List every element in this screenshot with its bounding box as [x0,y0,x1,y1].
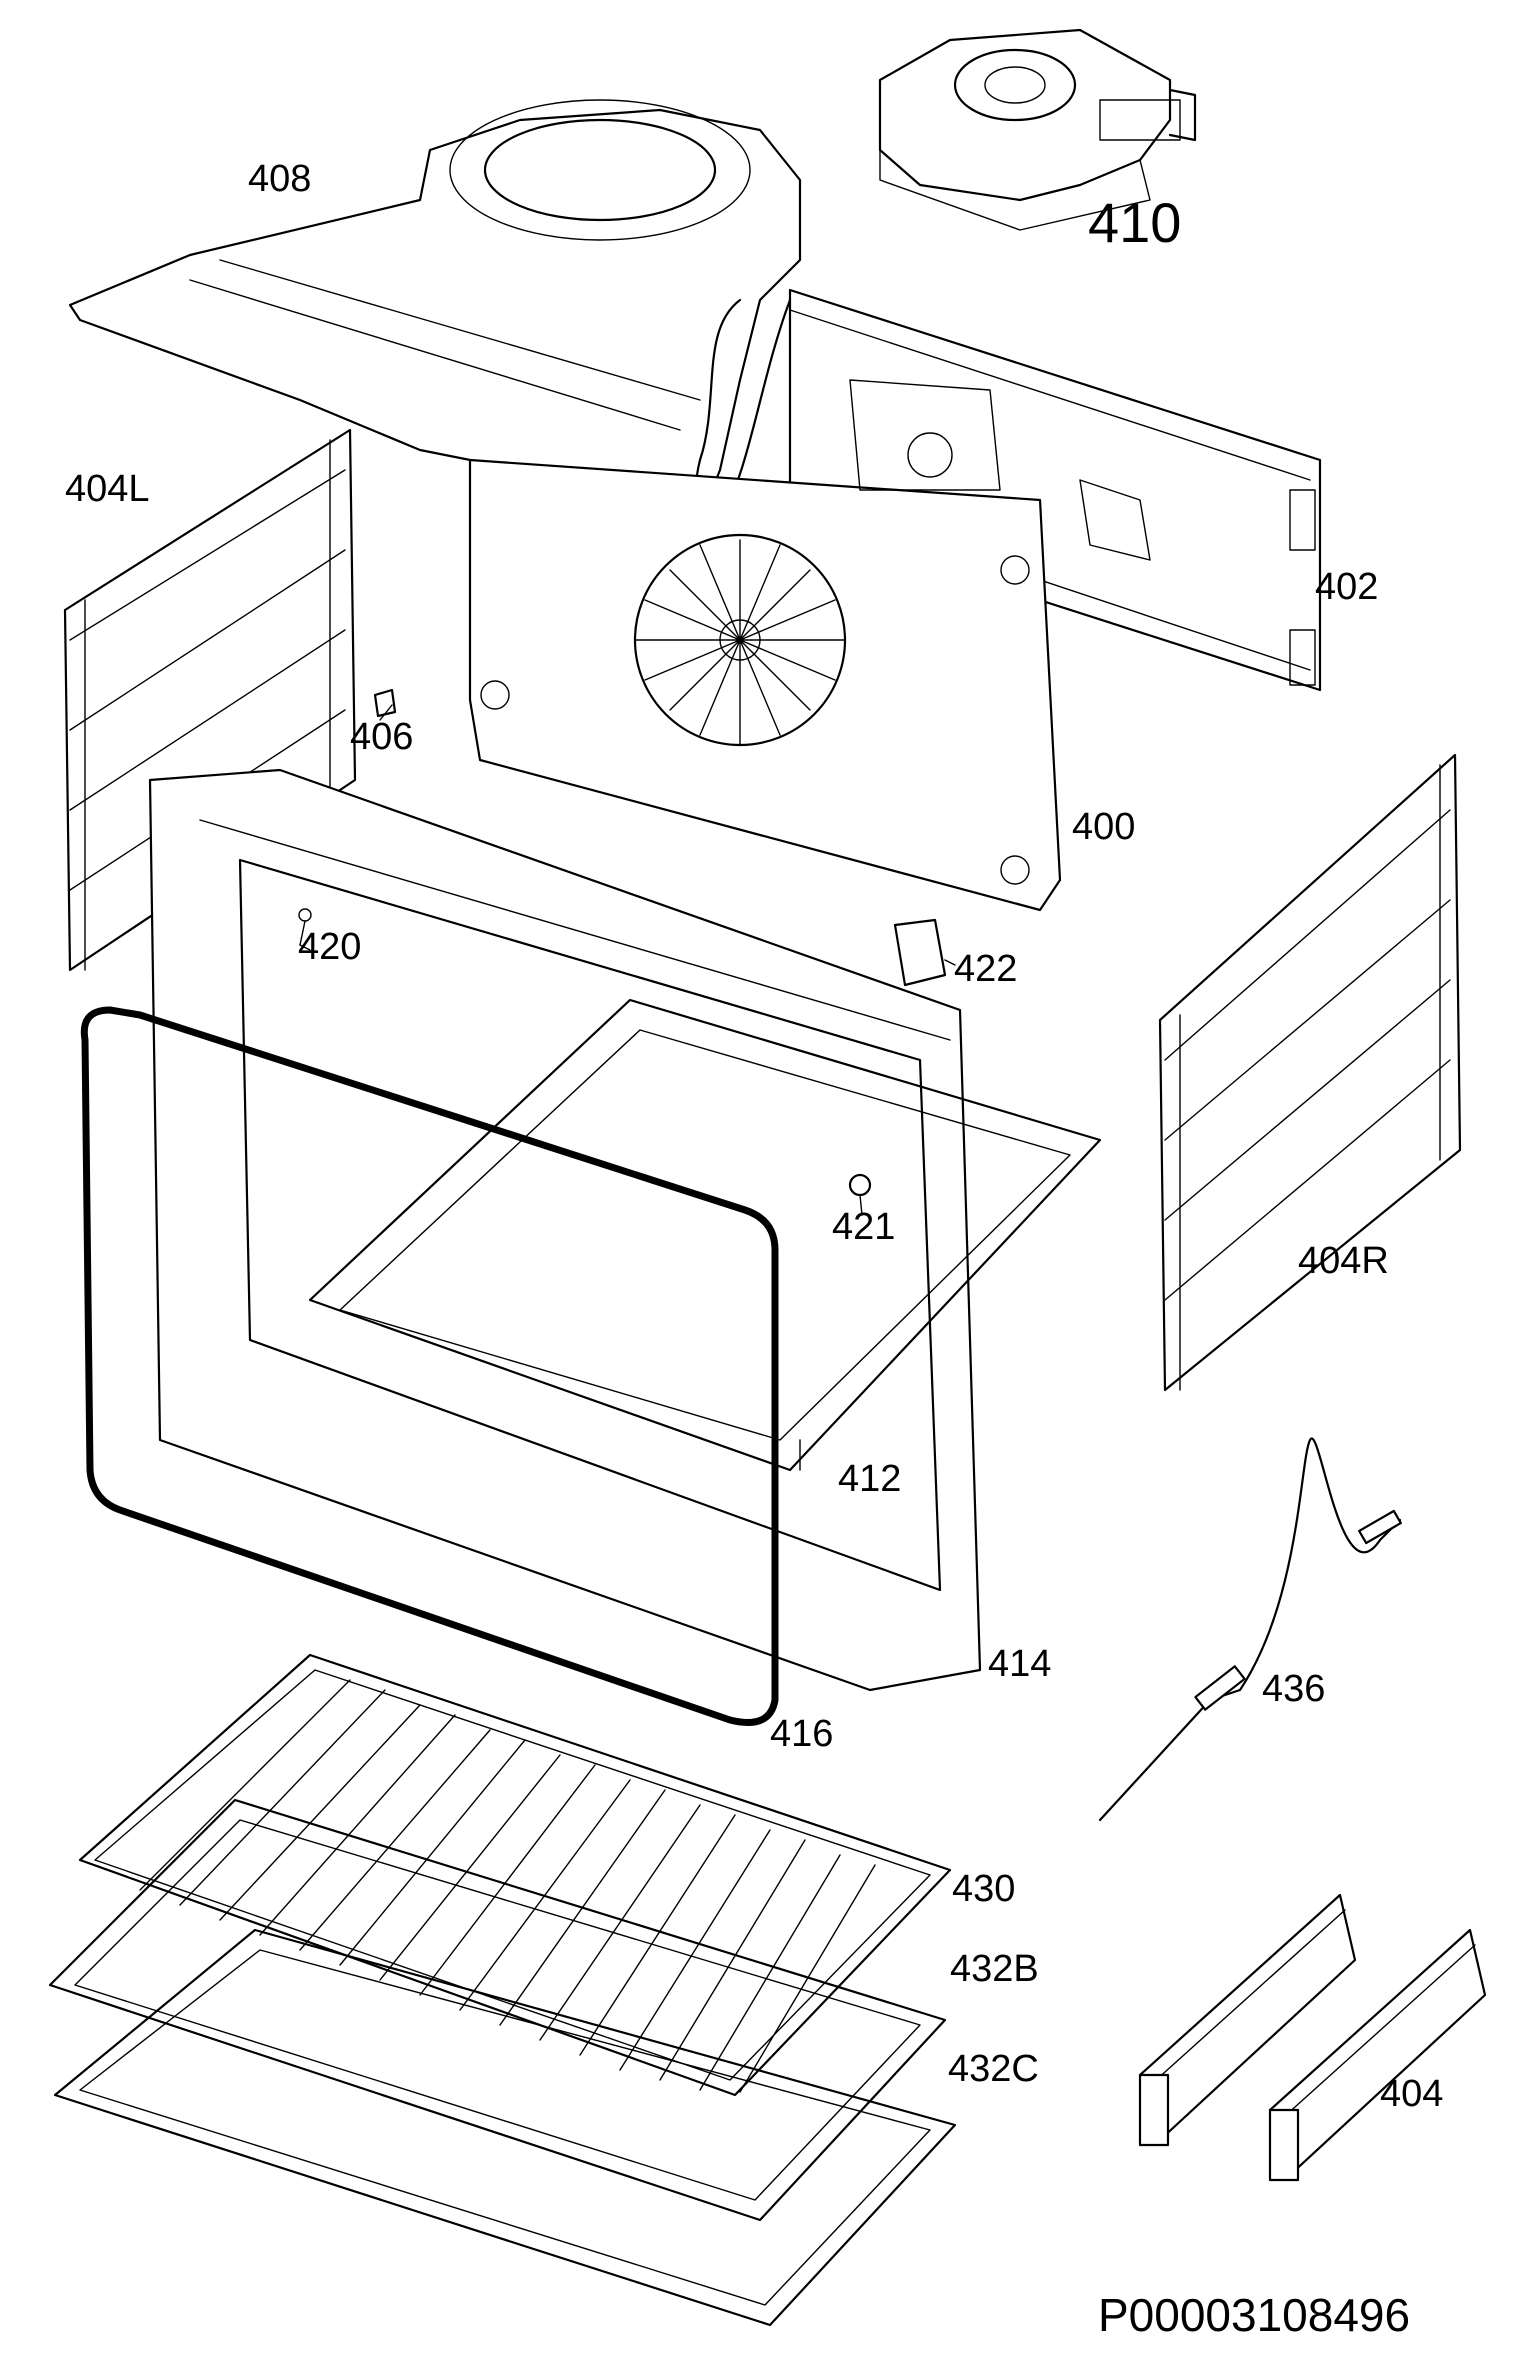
callout-402: 402 [1315,566,1379,608]
callout-422: 422 [954,948,1018,990]
callout-408: 408 [248,158,312,200]
part-420-screw [298,908,312,946]
part-406-clip [373,688,397,718]
callout-420: 420 [298,926,362,968]
callout-430: 430 [952,1868,1016,1910]
callout-400: 400 [1072,806,1136,848]
callout-432C: 432C [948,2048,1039,2090]
drawing-reference-number: P00003108496 [1098,2289,1411,2341]
callout-406: 406 [350,716,414,758]
part-410-fan-motor [878,28,1197,231]
callout-432B: 432B [950,1948,1039,1990]
part-416-door-gasket [80,1006,779,1726]
callout-404: 404 [1380,2073,1444,2115]
callout-412: 412 [838,1458,902,1500]
part-404-telescopic-runners [1138,1893,1487,2182]
callout-404L: 404L [65,468,150,510]
part-404R-right-rack [1158,753,1462,1392]
part-400-back-panel [468,379,1062,912]
part-430-wire-shelf [78,1653,952,2097]
part-422-connector [893,918,947,987]
part-408-top-cover [68,99,802,522]
part-436-meat-probe [1098,1437,1402,1822]
part-412-cavity-floor [308,998,1102,1472]
callout-421: 421 [832,1206,896,1248]
callout-404R: 404R [1298,1240,1389,1282]
callout-416: 416 [770,1713,834,1755]
leader-lines [299,704,956,1216]
part-432B-baking-tray [48,1798,947,2222]
part-432C-deep-tray [53,1928,957,2327]
callout-410: 410 [1088,191,1182,254]
part-402-rear-strip [788,288,1322,692]
callout-436: 436 [1262,1668,1326,1710]
callout-414: 414 [988,1643,1052,1685]
part-421-nut [848,1173,872,1197]
fan-blades [634,539,846,746]
